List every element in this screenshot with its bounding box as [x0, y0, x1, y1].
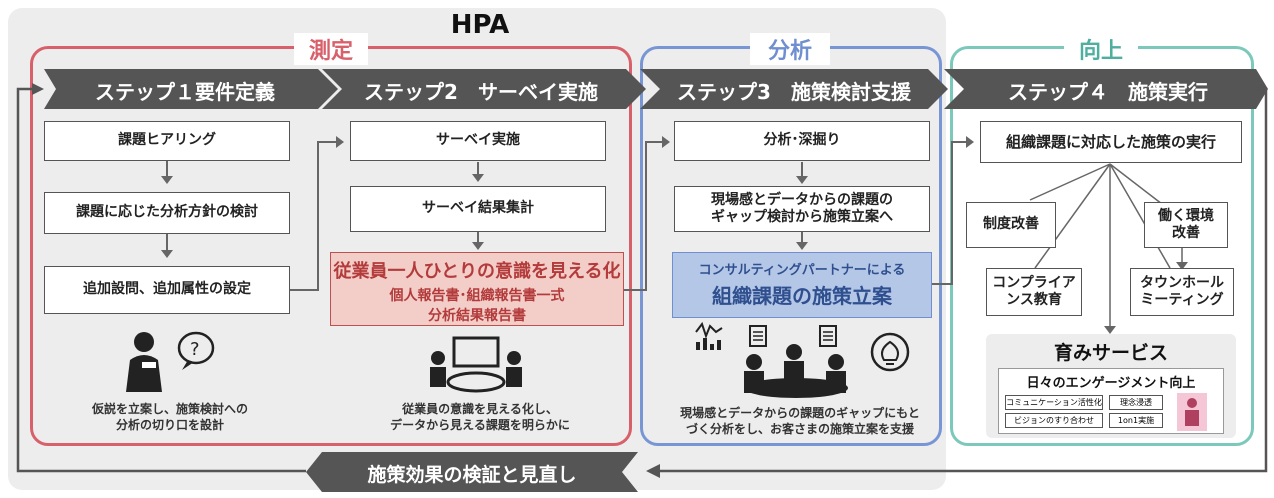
step2-label: ステップ2 サーベイ実施 [364, 80, 598, 104]
step4-label: ステップ４ 施策実行 [1008, 80, 1208, 104]
step3-highlight-sub: コンサルティングパートナーによる [698, 263, 906, 278]
step2-highlight-box: 従業員一人ひとりの意識を見える化 個人報告書･組織報告書一式 分析結果報告書 [330, 252, 624, 326]
meeting-table-icon [424, 334, 528, 396]
analysis-meeting-icon [692, 322, 912, 402]
step3-label: ステップ3 施策検討支援 [677, 80, 911, 104]
phase-analysis-label: 分析 [750, 33, 830, 65]
service-tag-communication: コミュニケーション活性化 [1005, 395, 1103, 410]
step3-caption: 現場感とデータからの課題のギャップにもと づく分析をし、お客さまの施策立案を支援 [680, 406, 920, 436]
step4-box-main: 組織課題に対応した施策の実行 [980, 121, 1242, 163]
service-title: 育みサービス [1053, 342, 1168, 364]
step1-label: ステップ１要件定義 [95, 80, 275, 104]
step4-box-hataraku: 働く環境 改善 [1144, 202, 1228, 248]
step2-highlight-line1: 個人報告書･組織報告書一式 [389, 288, 565, 304]
svg-text:?: ? [190, 339, 200, 360]
loop-arrow: 施策効果の検証と見直し [306, 452, 638, 492]
service-tag-philosophy: 理念浸透 [1109, 395, 1163, 410]
step3-box-analysis: 分析･深掘り [674, 121, 930, 161]
service-tag-1on1: 1on1実施 [1109, 413, 1163, 428]
phase-measure-label: 測定 [294, 33, 368, 65]
step3-highlight-box: コンサルティングパートナーによる 組織課題の施策立案 [672, 252, 932, 318]
step1-caption: 仮説を立案し、施策検討への 分析の切り口を設計 [91, 402, 248, 432]
step1-box-policy: 課題に応じた分析方針の検討 [44, 192, 290, 234]
service-sub: 日々のエンゲージメント向上 [1026, 376, 1196, 391]
step3-highlight-title: 組織課題の施策立案 [712, 284, 892, 308]
step4-box-townhall: タウンホール ミーティング [1130, 268, 1234, 316]
step3-box-gap: 現場感とデータからの課題の ギャップ検討から施策立案へ [674, 186, 930, 232]
step2-box-survey: サーベイ実施 [350, 121, 606, 161]
loop-label: 施策効果の検証と見直し [367, 464, 577, 486]
step1-box-attributes: 追加設問、追加属性の設定 [44, 266, 290, 314]
step2-box-aggregate: サーベイ結果集計 [350, 186, 606, 232]
step2-highlight-line2: 分析結果報告書 [428, 308, 526, 324]
document-icon [749, 325, 837, 347]
chart-icon [695, 322, 723, 350]
thinking-person-icon: ? [118, 326, 218, 394]
step4-box-compliance: コンプライア ンス教育 [986, 268, 1082, 316]
lightbulb-icon [870, 332, 910, 372]
step1-box-hearing: 課題ヒアリング [44, 121, 290, 161]
step2-highlight-title: 従業員一人ひとりの意識を見える化 [333, 261, 621, 282]
step4-box-seido: 制度改善 [966, 202, 1056, 248]
person-badge-icon [1177, 393, 1207, 431]
service-tag-vision: ビジョンのすり合わせ [1005, 413, 1103, 428]
step2-caption: 従業員の意識を見える化し、 データから見える課題を明らかに [390, 402, 570, 432]
phase-improve-label: 向上 [1064, 33, 1138, 65]
hpa-title: HPA [450, 10, 510, 40]
service-panel: 育みサービス 日々のエンゲージメント向上 コミュニケーション活性化 理念浸透 ビ… [986, 334, 1236, 438]
service-inner: 日々のエンゲージメント向上 コミュニケーション活性化 理念浸透 ビジョンのすり合… [998, 368, 1224, 434]
